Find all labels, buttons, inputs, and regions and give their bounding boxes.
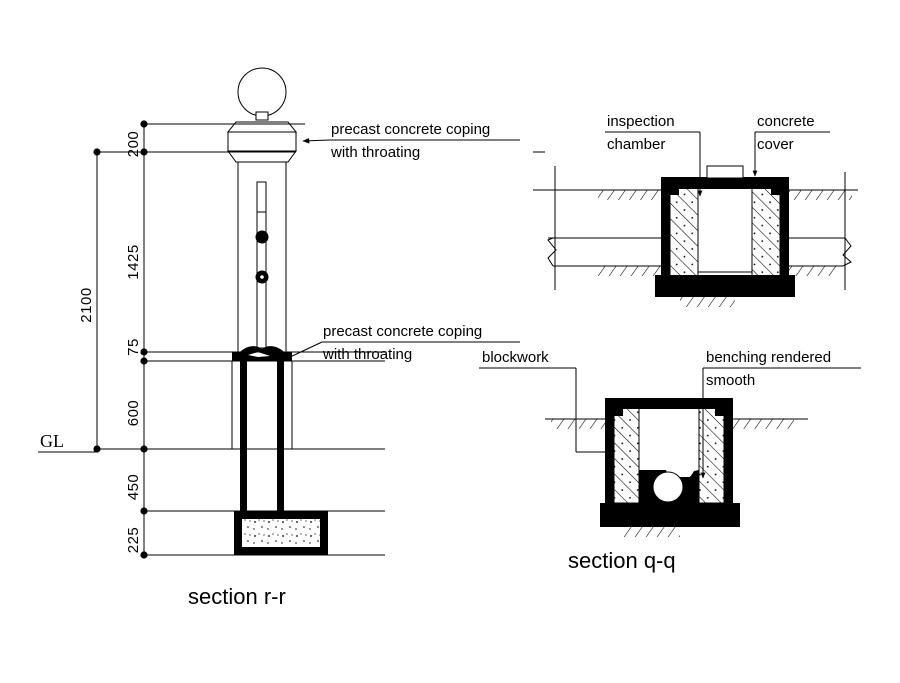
earth-hatch-icon (680, 297, 735, 307)
concrete-footing (234, 511, 328, 555)
chamber-wall-right (752, 186, 780, 282)
benching-label: benching rendered smooth (700, 349, 861, 479)
pipe-break-symbol-left (547, 237, 557, 267)
coping-note-lower-line2: with throating (322, 346, 412, 363)
section-qq-group: blockwork benching rendered smooth secti… (479, 349, 861, 573)
section-rr-group: GL 200 1425 75 600 450 225 2100 precast … (38, 67, 520, 609)
dim-label-1425: 1425 (125, 244, 142, 279)
benching-line2: smooth (706, 372, 755, 389)
concrete-cover-line2: cover (757, 136, 794, 153)
dim-label-600: 600 (125, 400, 142, 427)
gl-label: GL (40, 431, 64, 451)
cover-lifting-lug (706, 165, 744, 179)
blockwork-line1: blockwork (482, 349, 549, 366)
earth-hatch-icon (787, 266, 837, 276)
chamber-base-slab (655, 275, 795, 297)
sphere-finial-icon (237, 67, 287, 117)
dim-label-75: 75 (125, 338, 142, 356)
qq-wall-left (614, 407, 639, 503)
concrete-cover-label: concrete cover (752, 113, 830, 177)
chamber-body (655, 165, 795, 307)
masonry-wall (240, 360, 284, 513)
earth-hatch-icon (551, 419, 607, 429)
dimension-overall-2100 (93, 148, 144, 453)
earth-hatch-icon (787, 190, 852, 200)
earth-hatch-icon (598, 190, 663, 200)
precast-coping-cap (226, 121, 298, 163)
inspection-chamber-line1: inspection (607, 113, 675, 130)
coping-note-top-line1: precast concrete coping (331, 121, 490, 138)
concrete-cover-slab (661, 177, 789, 189)
finial-neck (255, 111, 269, 121)
inspection-chamber-label: inspection chamber (605, 113, 703, 197)
pier-shaft (237, 161, 287, 354)
dim-label-200: 200 (125, 131, 142, 158)
dim-label-450: 450 (125, 474, 142, 501)
ground-level-marker: GL (38, 431, 97, 453)
dimension-extension-lines (144, 123, 385, 556)
earth-hatch-icon (732, 419, 794, 429)
section-rr-title: section r-r (188, 584, 286, 609)
concrete-cover-line1: concrete (757, 113, 815, 130)
inspection-chamber-line2: chamber (607, 136, 665, 153)
earth-hatch-icon (622, 527, 680, 537)
fixing-node-upper (255, 230, 269, 244)
section-qq-title: section q-q (568, 548, 676, 573)
dim-label-225: 225 (125, 527, 142, 554)
qq-cover-slab (605, 398, 733, 409)
coping-note-top: precast concrete coping with throating (302, 121, 520, 161)
qq-chamber-body (600, 398, 740, 537)
earth-hatch-icon (598, 266, 660, 276)
qq-base-slab (600, 503, 740, 527)
benching-line1: benching rendered (706, 349, 831, 366)
coping-note-lower-line1: precast concrete coping (323, 323, 482, 340)
ground-lines-chamber (533, 151, 858, 290)
coping-note-top-line2: with throating (330, 144, 420, 161)
blockwork-label: blockwork (479, 349, 613, 455)
inspection-chamber-group: inspection chamber concrete cover (533, 113, 858, 307)
dim-label-2100: 2100 (78, 287, 95, 322)
coping-note-lower: precast concrete coping with throating (287, 323, 520, 363)
chamber-wall-left (670, 186, 698, 282)
pipe-break-symbol-right (842, 237, 852, 267)
dimension-chain-inner (140, 120, 148, 559)
channel-pipe-icon (652, 471, 684, 503)
